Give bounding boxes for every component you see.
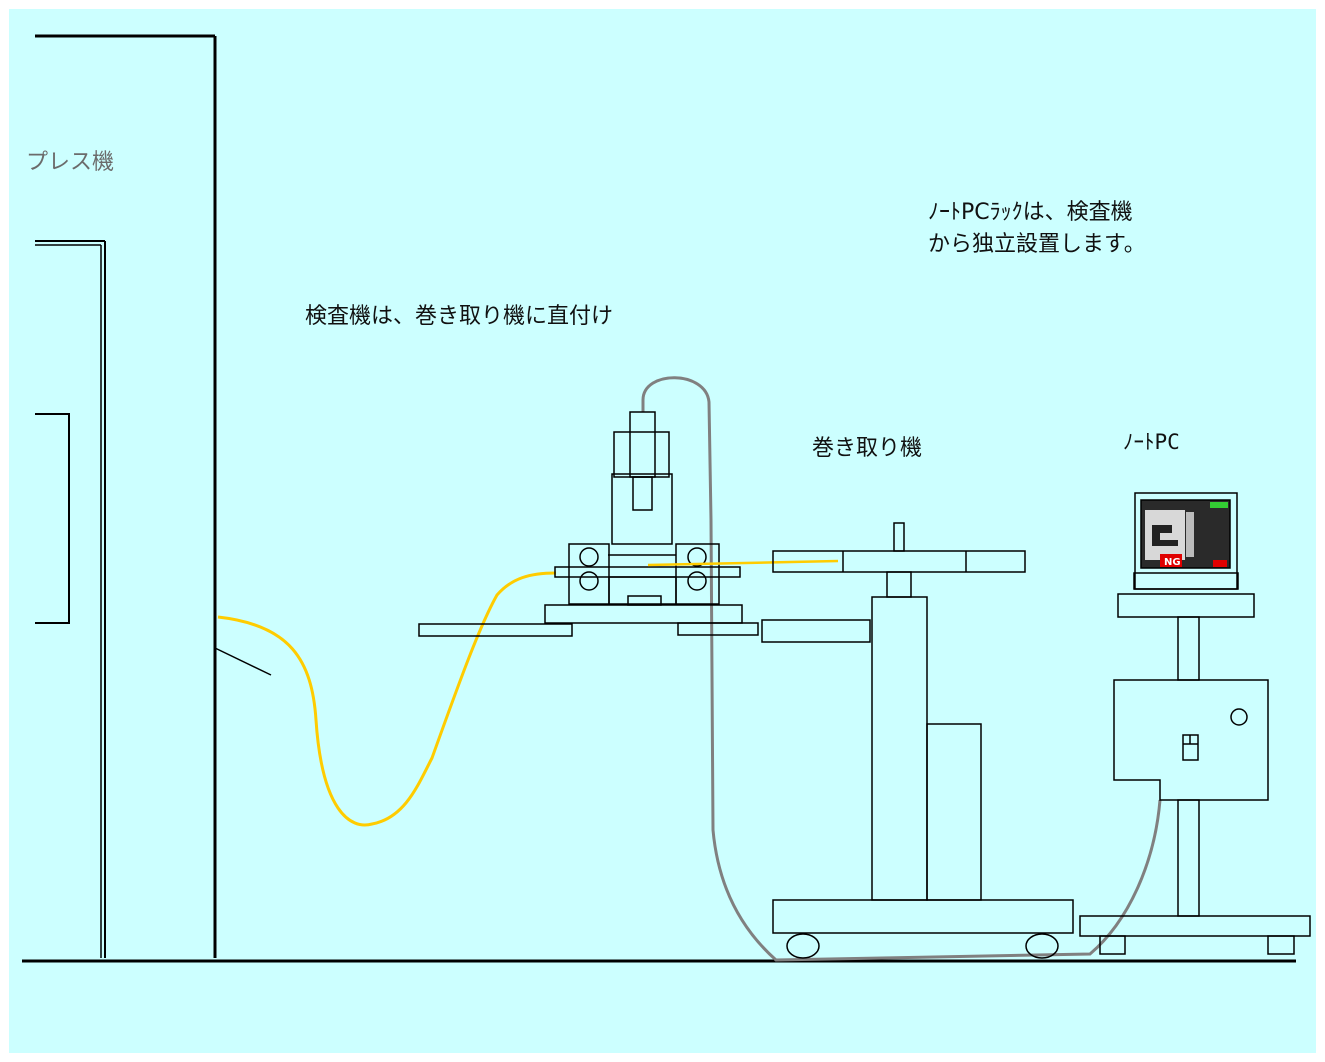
press-machine (35, 34, 272, 958)
yellow-strip-cable (217, 571, 557, 827)
notebook-pc-label: ﾉｰﾄPC (1123, 430, 1180, 454)
inspection-machine (418, 411, 759, 637)
rack-note-line1: ﾉｰﾄPCﾗｯｸは、検査機 (928, 200, 1133, 225)
inspection-machine-note: 検査機は、巻き取り機に直付け (305, 304, 614, 329)
screen-ng-text: NG (1164, 557, 1181, 568)
rack-note: ﾉｰﾄPCﾗｯｸは、検査機 から独立設置します。 (928, 197, 1146, 261)
gray-signal-cable (641, 376, 1162, 962)
winder-machine (761, 522, 1074, 959)
yellow-strip-through (647, 559, 839, 567)
press-machine-label: プレス機 (26, 150, 115, 175)
pc-rack (1079, 593, 1311, 955)
notebook-pc (1133, 492, 1239, 590)
winder-label: 巻き取り機 (812, 436, 923, 461)
background (9, 9, 1316, 1053)
rack-note-line2: から独立設置します。 (928, 232, 1146, 257)
